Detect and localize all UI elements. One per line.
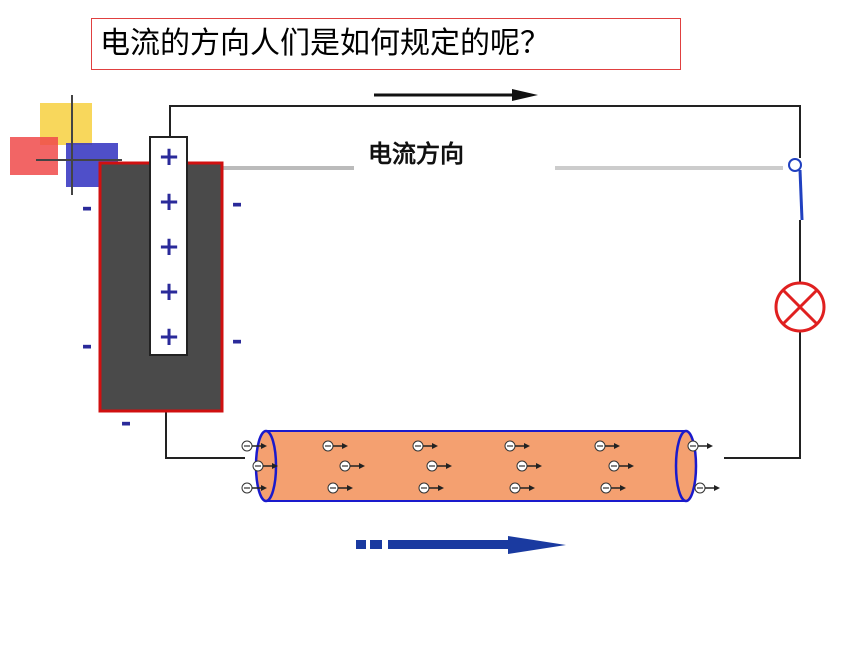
minus-sign: -	[82, 193, 93, 223]
electron	[516, 460, 542, 472]
plus-sign: +	[158, 322, 180, 352]
electron	[241, 482, 267, 494]
electron	[594, 440, 620, 452]
plus-sign: +	[158, 142, 180, 172]
plus-sign: +	[158, 187, 180, 217]
plus-sign: +	[158, 277, 180, 307]
electron	[241, 440, 267, 452]
current-direction-label: 电流方向	[368, 140, 464, 168]
plus-sign: +	[158, 232, 180, 262]
electrons	[241, 440, 720, 494]
electron	[339, 460, 365, 472]
minus-sign: -	[121, 408, 132, 438]
minus-sign: -	[232, 189, 243, 219]
electron	[608, 460, 634, 472]
page-title: 电流的方向人们是如何规定的呢？	[91, 18, 681, 70]
electron	[426, 460, 452, 472]
label-underline	[222, 166, 354, 170]
electron	[694, 482, 720, 494]
electron	[418, 482, 444, 494]
circuit-wire	[165, 105, 801, 459]
plus-signs: + + + + +	[158, 142, 180, 352]
label-underline-right	[555, 166, 783, 170]
lamp-cross-icon	[774, 281, 826, 333]
electron	[322, 440, 348, 452]
minus-sign: -	[82, 331, 93, 361]
electron	[504, 440, 530, 452]
bottom-electron-arrow	[356, 536, 566, 554]
electron	[600, 482, 626, 494]
electron	[687, 440, 713, 452]
minus-sign: -	[232, 326, 243, 356]
electron	[509, 482, 535, 494]
electron	[412, 440, 438, 452]
electron	[327, 482, 353, 494]
top-current-arrow	[374, 89, 538, 101]
minus-signs: - - - - -	[82, 189, 243, 438]
positive-electrode	[149, 136, 188, 356]
switch-icon	[788, 158, 804, 221]
electron	[252, 460, 278, 472]
